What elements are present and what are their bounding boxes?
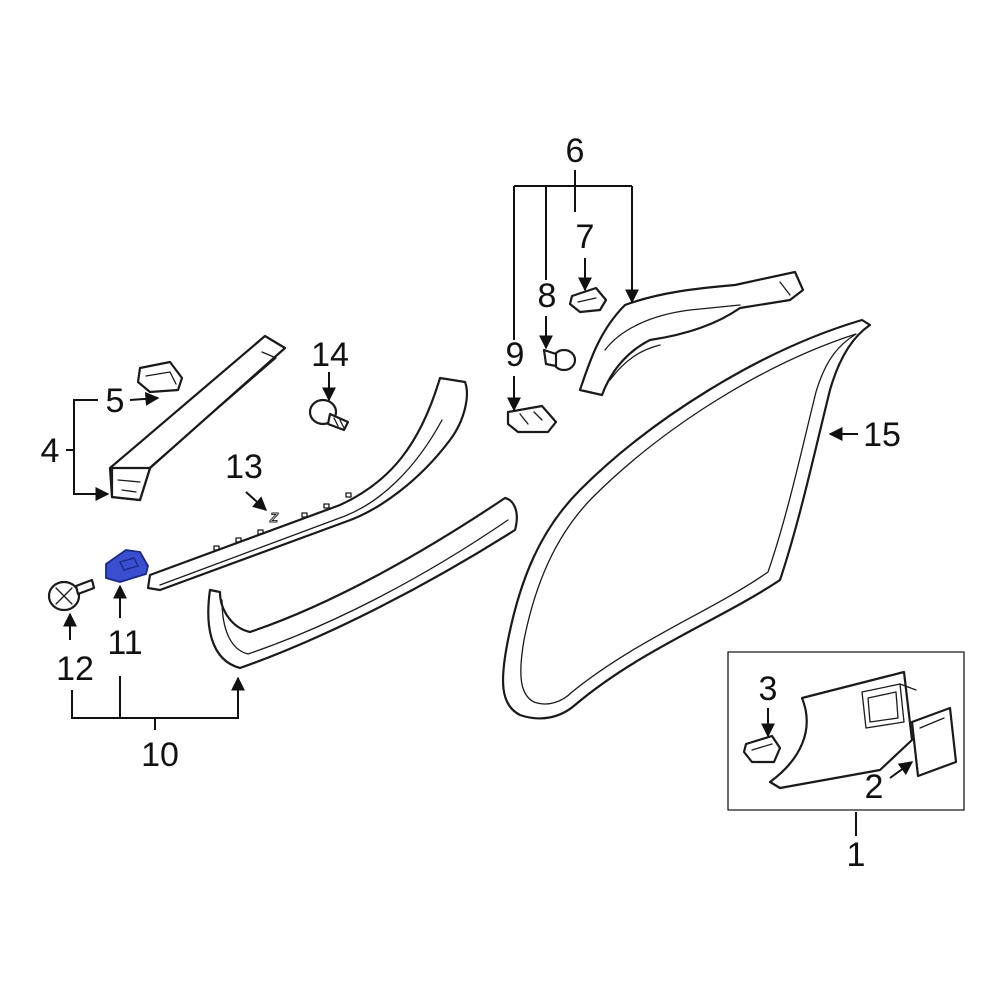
callout-8: 8: [538, 277, 557, 315]
callout-1: 1: [847, 836, 866, 874]
callout-11: 11: [107, 624, 142, 662]
part-12-push-pin[interactable]: [47, 578, 96, 612]
callout-labels: 1 2 3 4 5 6 7 8 9 10 11 12 13 14 15: [41, 132, 901, 874]
callout-3: 3: [759, 670, 778, 708]
part-1-group-box: [727, 651, 965, 811]
part-4-pillar-trim[interactable]: [108, 334, 287, 502]
kick-plate-slots: [213, 492, 352, 551]
leader-lines: [63, 170, 914, 836]
callout-9: 9: [506, 336, 525, 374]
part-13-kick-plate[interactable]: Z: [146, 376, 468, 592]
part-5-clip[interactable]: [136, 360, 184, 394]
callout-7: 7: [576, 218, 595, 256]
part-8-push-clip[interactable]: [542, 348, 577, 372]
part-9-clip[interactable]: [506, 404, 558, 434]
part-10-sill-molding[interactable]: [207, 496, 518, 670]
part-1-side-panel[interactable]: [768, 670, 917, 790]
callout-2: 2: [865, 768, 884, 806]
part-3-clip[interactable]: [742, 734, 782, 764]
callout-4: 4: [41, 432, 60, 470]
kick-plate-emblem: Z: [269, 510, 279, 525]
callout-13: 13: [225, 448, 263, 486]
callout-5: 5: [106, 382, 125, 420]
callout-10: 10: [141, 736, 179, 774]
callout-14: 14: [311, 336, 349, 374]
part-14-screw[interactable]: [308, 398, 350, 432]
callout-6: 6: [566, 132, 585, 170]
part-7-clip[interactable]: [568, 286, 608, 314]
callout-12: 12: [56, 650, 94, 688]
part-11-clip-highlighted[interactable]: [105, 549, 149, 583]
part-15-weatherstrip[interactable]: [501, 318, 872, 720]
callout-15: 15: [863, 416, 901, 454]
part-2-lid[interactable]: [910, 706, 958, 778]
